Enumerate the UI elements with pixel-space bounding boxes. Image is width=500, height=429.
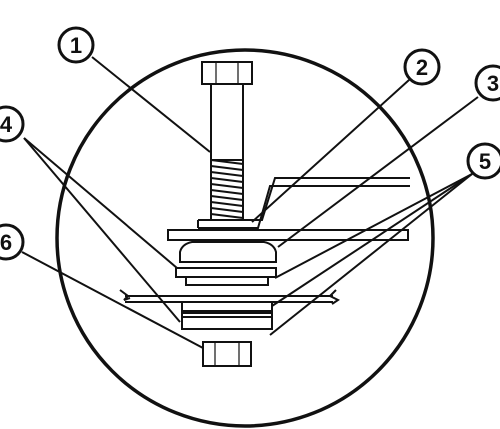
callout-3: 3	[474, 64, 500, 102]
washer-upper	[175, 267, 277, 278]
mounting-bracket	[197, 177, 410, 229]
svg-text:3: 3	[487, 71, 499, 96]
svg-text:2: 2	[416, 55, 428, 80]
callout-1: 1	[57, 26, 95, 64]
bolt-threads	[210, 159, 244, 220]
detail-circle	[55, 48, 435, 428]
washer-middle	[181, 301, 273, 312]
callout-4: 4	[0, 105, 25, 143]
leader-lines	[21, 56, 479, 349]
callout-5: 5	[466, 142, 500, 180]
svg-text:5: 5	[479, 149, 491, 174]
callout-6: 6	[0, 223, 25, 261]
bolt	[201, 61, 253, 220]
nut	[202, 341, 252, 367]
svg-text:6: 6	[0, 230, 12, 255]
washer-lower	[181, 312, 273, 318]
isolator-upper	[179, 241, 277, 263]
spacer	[185, 276, 269, 286]
svg-text:4: 4	[0, 112, 13, 137]
callout-2: 2	[403, 48, 441, 86]
svg-text:1: 1	[70, 33, 82, 58]
